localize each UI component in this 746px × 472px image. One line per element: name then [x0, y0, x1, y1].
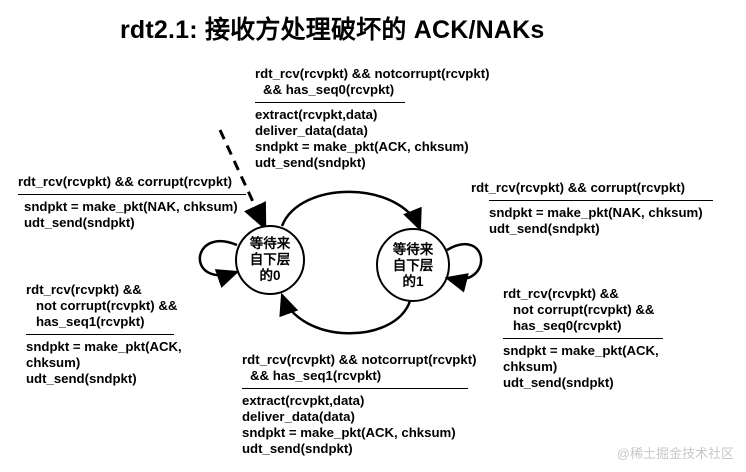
state-1-line2: 自下层: [392, 258, 434, 273]
left-seq1-divider: [26, 334, 174, 335]
bottom-action-1: extract(rcvpkt,data): [242, 393, 365, 408]
state-1-line3: 的1: [402, 274, 424, 289]
left-corrupt-action-2: udt_send(sndpkt): [24, 215, 135, 230]
left-seq1-action-1: sndpkt = make_pkt(ACK,: [26, 339, 182, 354]
left-seq1-action-3: udt_send(sndpkt): [26, 371, 137, 386]
top-condition-1: rdt_rcv(rcvpkt) && notcorrupt(rcvpkt): [255, 66, 490, 81]
bottom-divider: [242, 388, 468, 389]
page-title: rdt2.1: 接收方处理破坏的 ACK/NAKs: [120, 16, 545, 44]
transition-right-corrupt-label: rdt_rcv(rcvpkt) && corrupt(rcvpkt) sndpk…: [471, 180, 713, 237]
left-corrupt-divider: [18, 194, 246, 195]
left-corrupt-condition: rdt_rcv(rcvpkt) && corrupt(rcvpkt): [18, 174, 232, 189]
right-corrupt-action-1: sndpkt = make_pkt(NAK, chksum): [489, 205, 703, 220]
right-corrupt-action-2: udt_send(sndpkt): [489, 221, 600, 236]
right-seq0-condition-3: has_seq0(rcvpkt): [513, 318, 622, 333]
right-seq0-divider: [503, 338, 663, 339]
watermark: @稀土掘金技术社区: [616, 446, 734, 461]
bottom-action-3: sndpkt = make_pkt(ACK, chksum): [242, 425, 456, 440]
right-seq0-condition-2: not corrupt(rcvpkt) &&: [513, 302, 655, 317]
state-0-label: 等待来 自下层 的0: [240, 236, 300, 284]
bottom-action-2: deliver_data(data): [242, 409, 355, 424]
right-seq0-action-3: udt_send(sndpkt): [503, 375, 614, 390]
top-action-1: extract(rcvpkt,data): [255, 107, 378, 122]
transition-left-corrupt-label: rdt_rcv(rcvpkt) && corrupt(rcvpkt) sndpk…: [18, 174, 246, 231]
state-wait-0: [235, 225, 305, 295]
transition-right-seq0-label: rdt_rcv(rcvpkt) && not corrupt(rcvpkt) &…: [503, 286, 663, 391]
transition-top-label: rdt_rcv(rcvpkt) && notcorrupt(rcvpkt) &&…: [255, 66, 489, 171]
right-corrupt-condition: rdt_rcv(rcvpkt) && corrupt(rcvpkt): [471, 180, 685, 195]
bottom-action-4: udt_send(sndpkt): [242, 441, 353, 456]
left-seq1-condition-2: not corrupt(rcvpkt) &&: [36, 298, 178, 313]
state-0-line2: 自下层: [249, 252, 291, 267]
left-seq1-condition-1: rdt_rcv(rcvpkt) &&: [26, 282, 142, 297]
state-0-line3: 的0: [259, 268, 281, 283]
transition-top-arc: [280, 190, 422, 232]
right-corrupt-divider: [489, 200, 713, 201]
state-1-label: 等待来 自下层 的1: [383, 242, 443, 290]
state-0-line1: 等待来: [249, 236, 291, 251]
top-divider: [255, 102, 405, 103]
top-action-4: udt_send(sndpkt): [255, 155, 366, 170]
state-1-line1: 等待来: [392, 242, 434, 257]
left-corrupt-action-1: sndpkt = make_pkt(NAK, chksum): [24, 199, 238, 214]
left-seq1-condition-3: has_seq1(rcvpkt): [36, 314, 145, 329]
initial-state-arrow: [218, 129, 267, 231]
right-seq0-condition-1: rdt_rcv(rcvpkt) &&: [503, 286, 619, 301]
top-action-3: sndpkt = make_pkt(ACK, chksum): [255, 139, 469, 154]
bottom-condition-1: rdt_rcv(rcvpkt) && notcorrupt(rcvpkt): [242, 352, 477, 367]
bottom-condition-2: && has_seq1(rcvpkt): [250, 368, 382, 383]
left-seq1-action-2: chksum): [26, 355, 81, 370]
transition-bottom-arc: [279, 292, 412, 335]
right-self-loop: [444, 243, 483, 293]
transition-bottom-label: rdt_rcv(rcvpkt) && notcorrupt(rcvpkt) &&…: [242, 352, 476, 457]
transition-left-seq1-label: rdt_rcv(rcvpkt) && not corrupt(rcvpkt) &…: [26, 282, 182, 387]
top-action-2: deliver_data(data): [255, 123, 368, 138]
left-self-loop: [198, 239, 240, 288]
right-seq0-action-1: sndpkt = make_pkt(ACK,: [503, 343, 659, 358]
top-condition-2: && has_seq0(rcvpkt): [263, 82, 395, 97]
right-seq0-action-2: chksum): [503, 359, 558, 374]
